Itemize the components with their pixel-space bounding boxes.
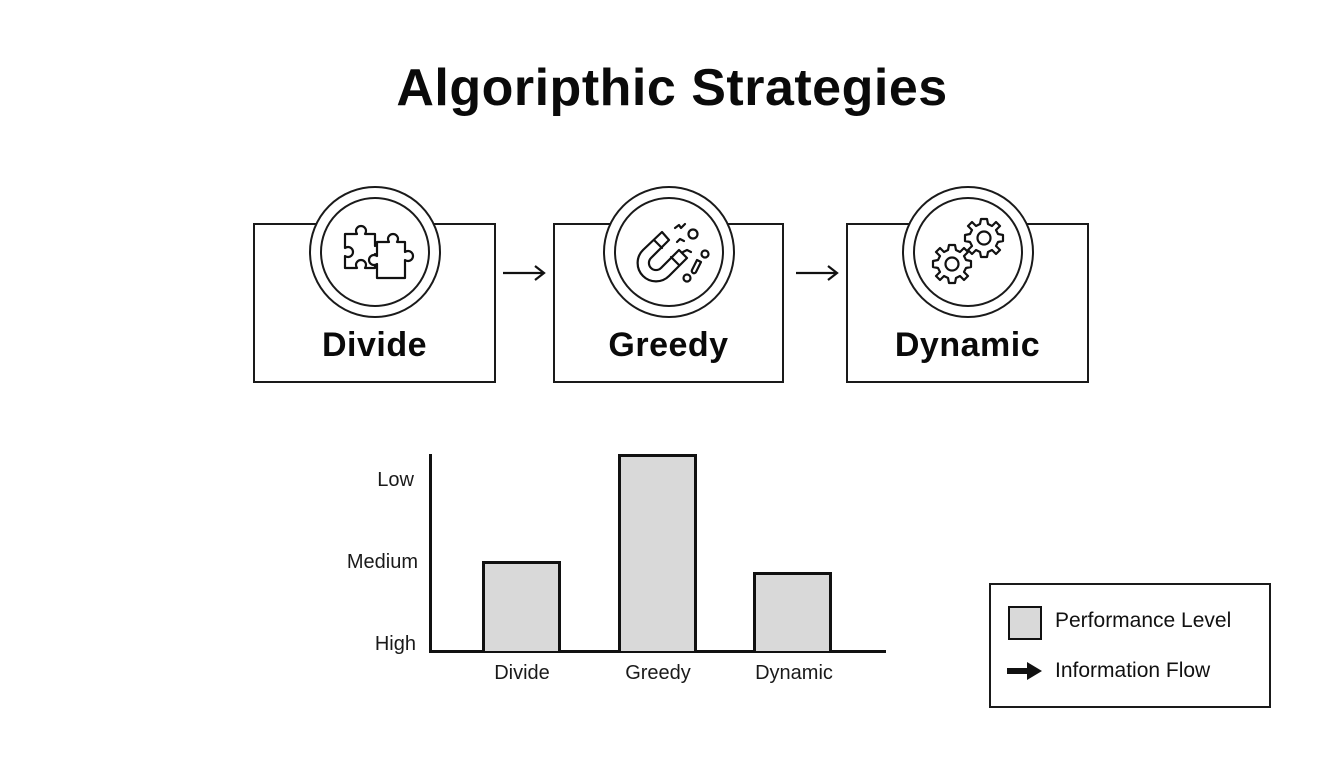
x-axis — [429, 650, 886, 653]
x-tick-divide: Divide — [494, 662, 550, 684]
stage-label: Divide — [321, 326, 428, 364]
x-tick-dynamic: Dynamic — [755, 662, 833, 684]
bar-divide — [482, 561, 561, 651]
bar-greedy — [618, 454, 697, 651]
badge-greedy — [603, 186, 735, 318]
legend: Performance Level Information Flow — [989, 583, 1271, 708]
stage-label: Greedy — [608, 326, 729, 364]
legend-label-information-flow: Information Flow — [1055, 659, 1211, 682]
performance-bar-chart: Low Medium High Divide Greedy Dynamic — [330, 440, 900, 690]
page-title: Algoripthic Strategies — [396, 59, 948, 117]
arrow-right-icon — [1007, 662, 1042, 680]
y-tick-low: Low — [377, 469, 414, 491]
stage-label: Dynamic — [894, 326, 1041, 364]
y-tick-medium: Medium — [346, 551, 418, 573]
y-axis — [429, 454, 432, 653]
badge-dynamic — [902, 186, 1034, 318]
legend-label-performance: Performance Level — [1055, 609, 1232, 632]
magnet-icon — [636, 222, 710, 283]
badge-divide — [309, 186, 441, 318]
arrow-right-icon — [503, 265, 546, 281]
gears-icon — [931, 217, 1005, 285]
bar-dynamic — [753, 572, 832, 651]
puzzle-pieces-icon — [343, 224, 415, 280]
x-tick-greedy: Greedy — [625, 662, 691, 684]
arrow-right-icon — [796, 265, 839, 281]
y-tick-high: High — [374, 633, 416, 655]
gray-square-swatch — [1008, 606, 1042, 640]
